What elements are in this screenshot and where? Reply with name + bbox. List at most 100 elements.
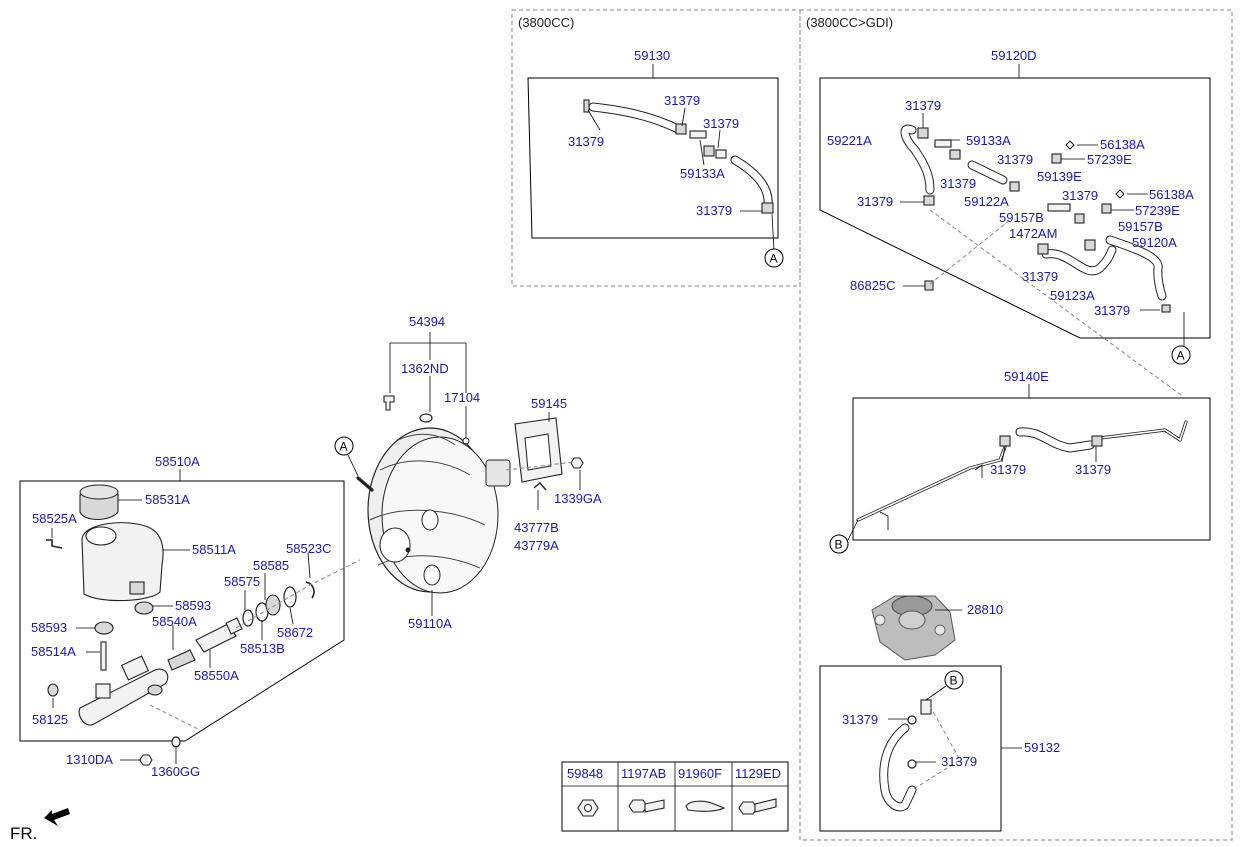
gasket-59145	[505, 412, 584, 510]
label-56138a: 56138A	[1100, 137, 1145, 152]
callout-a: A	[764, 248, 784, 268]
label-1310da: 1310DA	[66, 752, 113, 767]
master-cylinder-box-58510a	[19, 469, 345, 742]
label-59130: 59130	[634, 48, 670, 63]
vacuum-pump-28810	[871, 595, 962, 661]
pipe-assembly-59140e	[847, 384, 1211, 541]
section-3800cc-frame	[511, 9, 801, 287]
label-31379: 31379	[940, 176, 976, 191]
label-58510a: 58510A	[155, 454, 200, 469]
label-31379: 31379	[1062, 188, 1098, 203]
label-58531a: 58531A	[145, 492, 190, 507]
brake-booster-59110a	[356, 427, 511, 616]
callout-a: A	[334, 436, 354, 456]
table-header-59848: 59848	[567, 766, 603, 781]
svg-text:B: B	[950, 674, 958, 688]
label-58125: 58125	[32, 712, 68, 727]
svg-text:A: A	[340, 440, 348, 454]
label-59132: 59132	[1024, 740, 1060, 755]
label-31379: 31379	[857, 194, 893, 209]
label-56138a: 56138A	[1149, 187, 1194, 202]
grommet-58593	[94, 621, 114, 635]
washer-1360gg	[171, 736, 181, 748]
label-1362nd: 1362ND	[401, 361, 449, 376]
label-31379: 31379	[905, 98, 941, 113]
hose-assembly-59130	[527, 64, 779, 251]
label-58575: 58575	[224, 574, 260, 589]
label-58550a: 58550A	[194, 668, 239, 683]
label-59157b: 59157B	[1118, 219, 1163, 234]
svg-text:A: A	[770, 252, 778, 266]
table-header-91960f: 91960F	[678, 766, 722, 781]
label-1360gg: 1360GG	[151, 764, 200, 779]
reservoir-cap-58531a	[79, 484, 142, 521]
master-cylinder-body	[47, 655, 169, 726]
label-59110a: 59110A	[408, 616, 452, 631]
label-59123a: 59123A	[1050, 288, 1095, 303]
label-1339ga: 1339GA	[554, 491, 602, 506]
label-58513b: 58513B	[240, 641, 285, 656]
table-header-1197ab: 1197AB	[621, 766, 666, 781]
grommet-86825c	[924, 280, 934, 291]
section-3800cc-title: (3800CC)	[518, 15, 574, 30]
label-57239e: 57239E	[1135, 203, 1180, 218]
callout-b: B	[829, 534, 849, 554]
callout-a: A	[1171, 345, 1191, 365]
label-31379: 31379	[664, 93, 700, 108]
svg-text:A: A	[1177, 349, 1185, 363]
piston-seal-set	[167, 552, 361, 671]
section-3800cc-gdi-title: (3800CC>GDI)	[806, 15, 893, 30]
label-58540a: 58540A	[152, 614, 197, 629]
label-31379: 31379	[941, 754, 977, 769]
hose-assembly-59132	[819, 665, 1022, 832]
label-59157b: 59157B	[999, 210, 1044, 225]
label-17104: 17104	[444, 390, 480, 405]
label-58593: 58593	[31, 620, 67, 635]
label-59140e: 59140E	[1004, 369, 1049, 384]
label-59133a: 59133A	[966, 133, 1011, 148]
label-59120d: 59120D	[991, 48, 1037, 63]
label-31379: 31379	[696, 203, 732, 218]
grommet-58593	[134, 601, 154, 615]
label-1472am: 1472AM	[1009, 226, 1057, 241]
screw-58525a	[46, 539, 63, 549]
label-58593: 58593	[175, 598, 211, 613]
label-59120a: 59120A	[1132, 235, 1177, 250]
label-58585: 58585	[253, 558, 289, 573]
label-31379: 31379	[568, 134, 604, 149]
label-58523c: 58523C	[286, 541, 332, 556]
label-58672: 58672	[277, 625, 313, 640]
hose-assembly-59120d	[819, 64, 1211, 346]
label-59139e: 59139E	[1037, 169, 1082, 184]
label-28810: 28810	[967, 602, 1003, 617]
label-58514a: 58514A	[31, 644, 76, 659]
section-3800cc-gdi-frame	[799, 9, 1233, 841]
front-marker-label: FR.	[10, 824, 37, 843]
fastener-table	[561, 761, 789, 832]
label-31379: 31379	[842, 712, 878, 727]
label-59133a: 59133A	[680, 166, 725, 181]
label-31379: 31379	[1022, 269, 1058, 284]
label-86825c: 86825C	[850, 278, 896, 293]
callout-b: B	[944, 670, 964, 690]
label-31379: 31379	[703, 116, 739, 131]
pin-58514a	[100, 641, 107, 671]
label-31379: 31379	[1075, 462, 1111, 477]
label-43777b: 43777B	[514, 520, 559, 535]
label-59221a: 59221A	[827, 133, 872, 148]
label-31379: 31379	[1094, 303, 1130, 318]
reservoir-58511a	[81, 522, 190, 602]
label-59145: 59145	[531, 396, 567, 411]
front-direction-arrow-icon	[44, 808, 70, 826]
label-58511a: 58511A	[192, 542, 236, 557]
fastener-group-54394	[383, 332, 470, 445]
label-57239e: 57239E	[1087, 152, 1132, 167]
label-59122a: 59122A	[964, 194, 1009, 209]
svg-text:B: B	[835, 538, 843, 552]
label-31379: 31379	[997, 152, 1033, 167]
label-58525a: 58525A	[32, 511, 77, 526]
table-header-1129ed: 1129ED	[735, 766, 781, 781]
label-31379: 31379	[990, 462, 1026, 477]
label-43779a: 43779A	[514, 538, 559, 553]
